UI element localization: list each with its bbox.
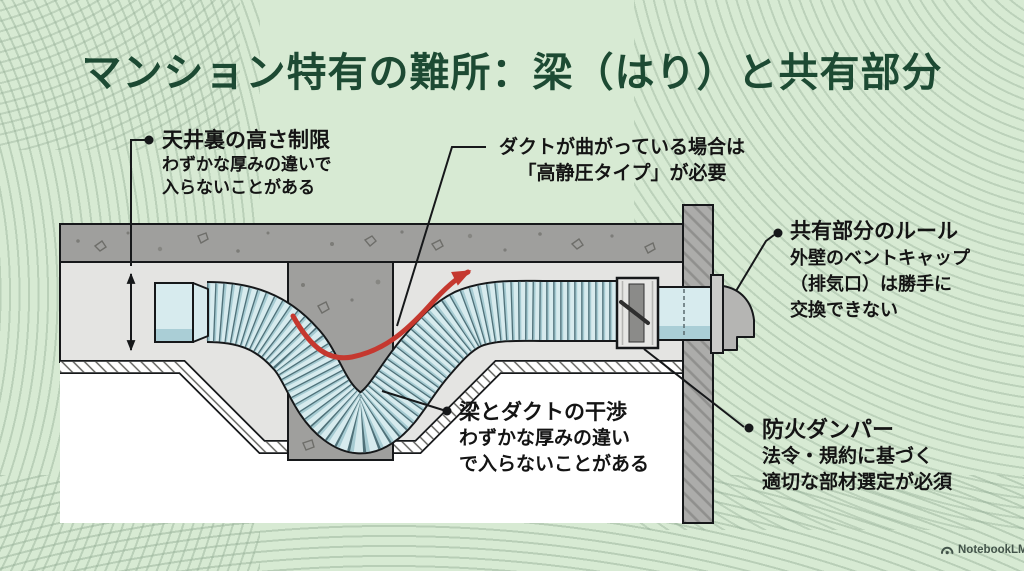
- annotation-body: 入らないことがある: [162, 178, 315, 197]
- annotation-bent-duct: ダクトが曲がっている場合は 「高静圧タイプ」が必要: [488, 135, 756, 187]
- annotation-ceiling-height: 天井裏の高さ制限 わずかな厚みの違いで 入らないことがある: [162, 128, 332, 199]
- annotation-heading: 梁とダクトの干渉: [459, 401, 627, 424]
- annotation-body: わずかな厚みの違い: [459, 428, 631, 449]
- flexible-duct: [206, 279, 620, 455]
- annotation-body: で入らないことがある: [459, 454, 650, 475]
- airflow-arrow: [290, 269, 472, 361]
- height-dimension-arrow: [126, 135, 154, 352]
- annotation-line: ダクトが曲がっている場合は: [498, 137, 746, 158]
- vent-cap: [710, 274, 755, 354]
- annotation-shared-rules: 共有部分のルール 外壁のベントキャップ （排気口）は勝手に 交換できない: [790, 218, 970, 323]
- annotation-body: 交換できない: [790, 300, 898, 320]
- fire-damper: [615, 276, 660, 350]
- annotation-heading: 防火ダンパー: [762, 417, 895, 442]
- notebooklm-icon: [941, 546, 954, 555]
- annotation-body: わずかな厚みの違いで: [162, 155, 332, 174]
- annotation-line: 「高静圧タイプ」が必要: [517, 163, 727, 184]
- page-title: マンション特有の難所：梁（はり）と共有部分: [81, 51, 943, 95]
- annotation-connectors: [381, 146, 775, 428]
- annotation-heading: 共有部分のルール: [790, 220, 958, 243]
- exterior-wall: [682, 204, 714, 524]
- annotation-body: （排気口）は勝手に: [790, 274, 952, 294]
- annotation-fire-damper: 防火ダンパー 法令・規約に基づく 適切な部材選定が必須: [762, 415, 952, 496]
- annotation-beam-duct: 梁とダクトの干渉 わずかな厚みの違い で入らないことがある: [459, 399, 649, 478]
- annotation-body: 外壁のベントキャップ: [790, 248, 970, 268]
- annotation-body: 法令・規約に基づく: [762, 446, 934, 467]
- annotation-body: 適切な部材選定が必須: [762, 472, 953, 493]
- annotation-heading: 天井裏の高さ制限: [162, 129, 330, 152]
- notebooklm-branding: NotebookLM: [940, 543, 1024, 556]
- notebooklm-label: NotebookLM: [958, 543, 1024, 556]
- annotation-bullets: [442, 228, 783, 433]
- duct-through-wall: [656, 286, 715, 341]
- concrete-slab: [59, 223, 684, 263]
- rigid-duct-left: [154, 282, 209, 343]
